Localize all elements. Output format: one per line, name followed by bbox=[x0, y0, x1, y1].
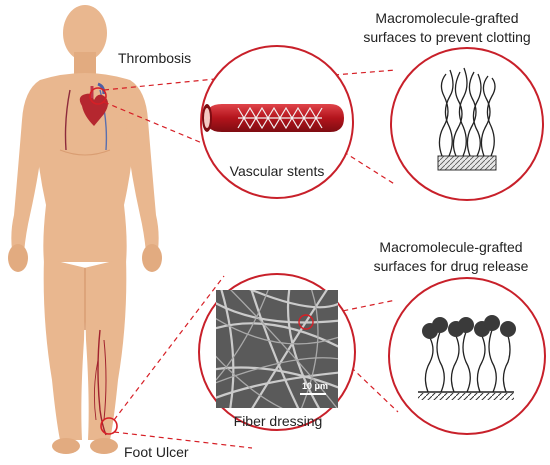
drug-callout bbox=[388, 277, 546, 435]
human-body-icon bbox=[8, 5, 162, 454]
fiber-callout: 10 μm Fiber dressing bbox=[198, 273, 356, 431]
drug-conjugate-icon bbox=[418, 315, 516, 400]
polymer-brush-icon bbox=[437, 67, 497, 171]
top-title-line2: surfaces to prevent clotting bbox=[363, 29, 530, 45]
fiber-dressing-label: Fiber dressing bbox=[234, 413, 323, 429]
brush-callout bbox=[390, 47, 544, 201]
foot-ulcer-marker bbox=[100, 417, 118, 435]
bottom-title-line1: Macromolecule-grafted bbox=[379, 239, 522, 255]
stent-callout: Vascular stents bbox=[200, 45, 354, 199]
foot-ulcer-label: Foot Ulcer bbox=[124, 444, 189, 460]
scale-bar-label: 10 μm bbox=[302, 381, 328, 391]
stent-icon bbox=[202, 104, 344, 132]
bottom-title-line2: surfaces for drug release bbox=[374, 258, 529, 274]
heart-icon bbox=[79, 82, 108, 126]
sem-fiber-image: 10 μm bbox=[216, 290, 338, 408]
thrombosis-label: Thrombosis bbox=[118, 50, 191, 66]
thrombosis-marker bbox=[89, 87, 107, 105]
top-title-line1: Macromolecule-grafted bbox=[375, 10, 518, 26]
vascular-stents-label: Vascular stents bbox=[230, 163, 325, 179]
